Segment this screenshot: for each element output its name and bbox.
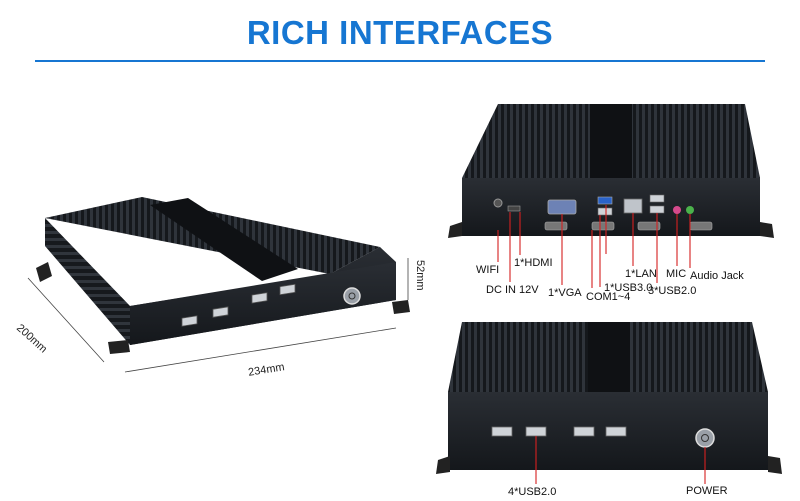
page-title: RICH INTERFACES: [246, 14, 554, 51]
usb-port: [251, 292, 268, 304]
label-lan: 1*LAN: [625, 268, 657, 280]
dimension-lines: [27, 258, 409, 373]
label-audio-jack: Audio Jack: [690, 270, 744, 282]
label-power: POWER: [686, 485, 728, 497]
callout-lines: [497, 205, 706, 484]
usb-port: [279, 283, 296, 296]
power-button: [343, 287, 361, 305]
label-com: COM1~4: [586, 291, 631, 303]
label-vga: 1*VGA: [548, 287, 582, 299]
front-panel-device: [436, 322, 782, 474]
title-underline: [35, 60, 765, 62]
label-dc-in: DC IN 12V: [486, 284, 539, 296]
power-button: [695, 428, 715, 448]
label-usb3: 1*USB3.0: [604, 282, 653, 294]
rear-panel-device: [448, 104, 774, 238]
label-mic: MIC: [666, 268, 687, 280]
label-usb2-front: 4*USB2.0: [508, 486, 557, 498]
label-wifi: WIFI: [476, 264, 500, 276]
usb-port: [181, 315, 198, 327]
label-usb2-rear: 3*USB2.0: [648, 285, 697, 297]
usb-port: [212, 306, 229, 318]
height-dimension-label: 52mm: [414, 260, 426, 291]
label-hdmi: 1*HDMI: [514, 257, 553, 269]
isometric-device: [36, 197, 410, 354]
